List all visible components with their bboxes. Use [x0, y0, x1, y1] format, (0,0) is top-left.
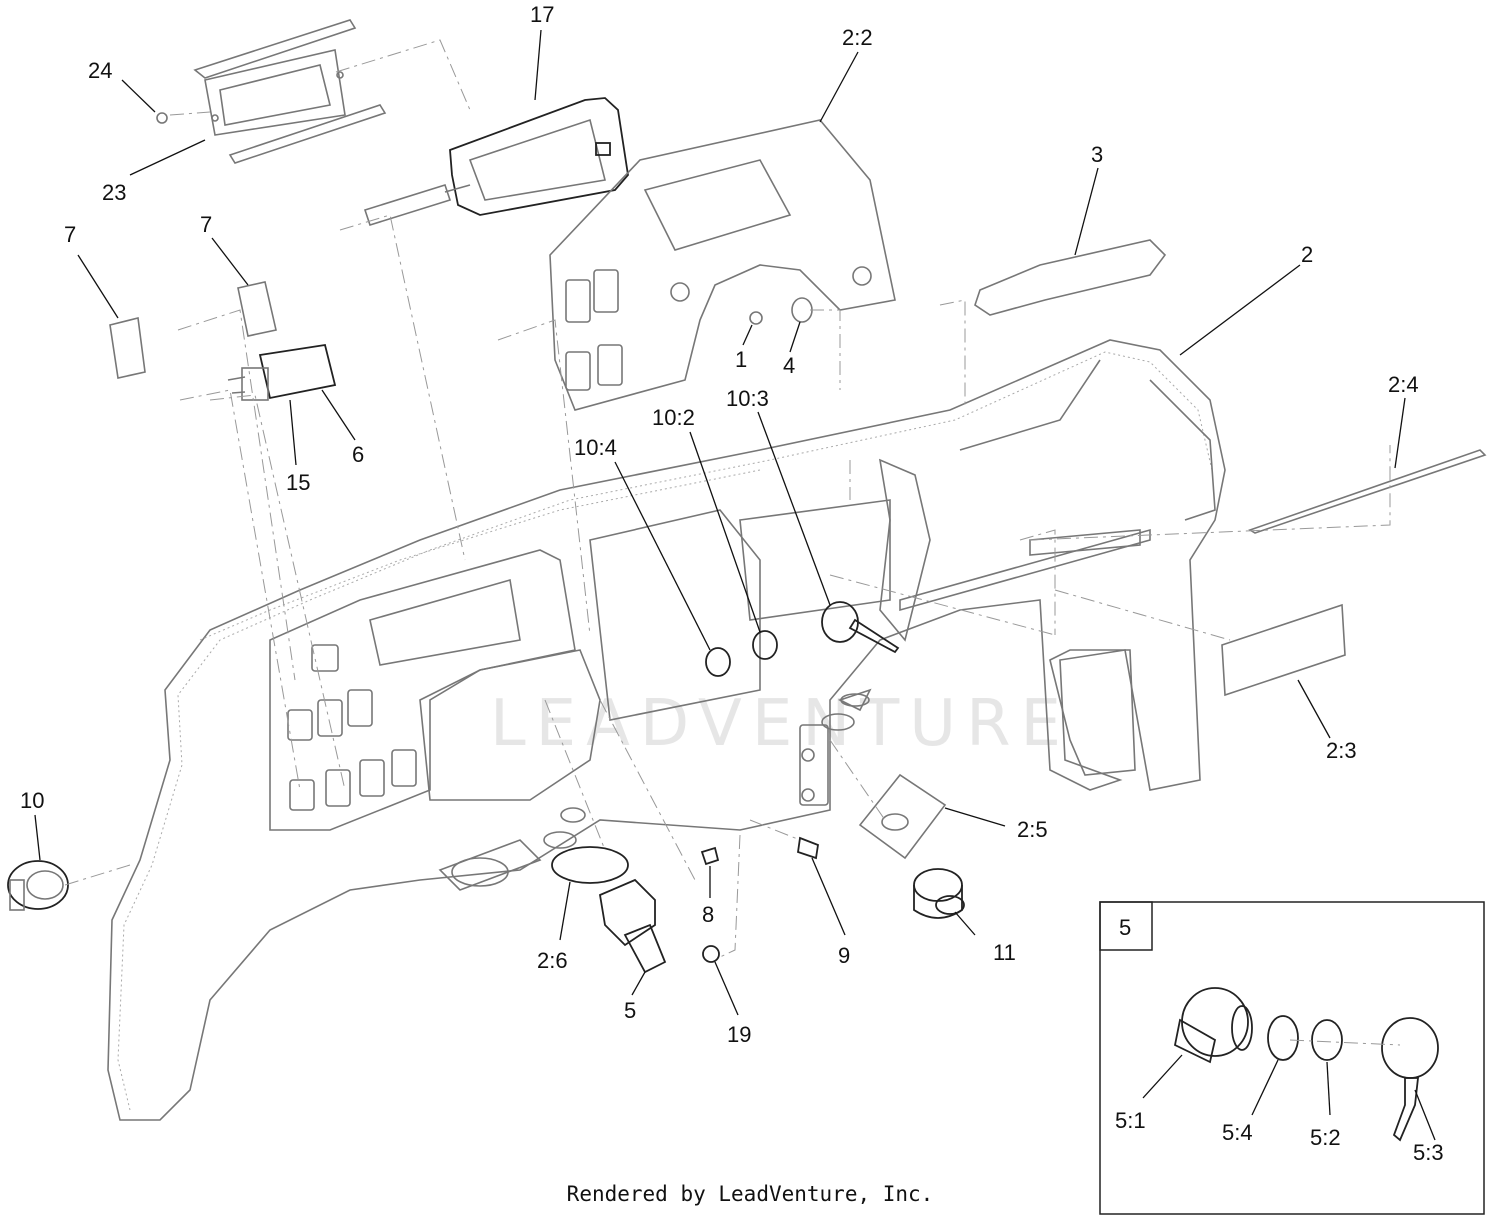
callout-10-3: 10:3	[726, 386, 769, 411]
callout-9: 9	[838, 943, 850, 968]
callout-7a: 7	[64, 222, 76, 247]
part-5-ignition	[598, 878, 667, 974]
part-5-4-ring	[1267, 1015, 1299, 1061]
callout-2-4: 2:4	[1388, 372, 1419, 397]
switch-cap-part-b	[237, 281, 277, 337]
dashboard-body	[107, 339, 1226, 1121]
display-cluster-part	[363, 97, 629, 226]
callout-10: 10	[20, 788, 44, 813]
part-5-3-key	[1381, 1017, 1439, 1142]
callout-5-3: 5:3	[1413, 1140, 1444, 1165]
callout-23: 23	[102, 180, 126, 205]
part-8-bolt	[700, 846, 720, 866]
part-5-2-ring	[1311, 1019, 1343, 1061]
callout-11: 11	[993, 940, 1016, 965]
callout-3: 3	[1091, 142, 1103, 167]
switch-cap-part-a	[109, 317, 146, 379]
callout-15: 15	[286, 470, 310, 495]
callout-2-5: 2:5	[1017, 817, 1048, 842]
callout-1: 1	[735, 347, 747, 372]
callout-10-2: 10:2	[652, 405, 695, 430]
part-4-washer	[791, 297, 813, 323]
callout-5-4: 5:4	[1222, 1120, 1253, 1145]
part-5-1-ignition	[1173, 987, 1253, 1064]
callout-2-3: 2:3	[1326, 738, 1357, 763]
part-10-4-ring	[705, 647, 731, 677]
part-9-bolt	[797, 836, 819, 860]
callout-6: 6	[352, 442, 364, 467]
assembly-lines	[64, 39, 1391, 959]
callout-17: 17	[530, 2, 554, 27]
callout-labels: 17 24 23 2:2 3 2 7 7 1 4 6 15 10:4 10:2 …	[20, 2, 1419, 1047]
bracket-part	[156, 19, 387, 164]
part-2-3-plate	[1221, 603, 1346, 697]
callout-7b: 7	[200, 212, 212, 237]
grab-handle-part	[974, 239, 1167, 316]
callout-24: 24	[88, 58, 112, 83]
part-11-socket	[913, 868, 965, 919]
callout-2-6: 2:6	[537, 948, 568, 973]
callout-4: 4	[783, 353, 795, 378]
rocker-switch-part	[227, 343, 337, 401]
inset-box: 5 5:1 5:4 5:2 5:3	[1099, 901, 1485, 1215]
callout-5-1: 5:1	[1115, 1108, 1146, 1133]
part-2-4-strip	[1248, 449, 1487, 534]
part-10-2-ring	[752, 630, 778, 660]
callout-2: 2	[1301, 242, 1313, 267]
part-10-3-key	[821, 601, 900, 654]
part-10-connector	[7, 860, 69, 911]
part-2-5-gasket	[858, 773, 947, 860]
part-19-nut	[702, 945, 720, 963]
leader-lines	[34, 29, 1406, 1016]
callout-5: 5	[624, 998, 636, 1023]
inset-label: 5	[1119, 915, 1131, 940]
callout-5-2: 5:2	[1310, 1125, 1341, 1150]
watermark-text: LEADVENTURE	[490, 687, 1071, 761]
callout-2-2: 2:2	[842, 25, 873, 50]
bezel-panel-part	[549, 119, 896, 411]
callout-19: 19	[727, 1022, 751, 1047]
part-1-nut	[749, 311, 763, 325]
footer-credit: Rendered by LeadVenture, Inc.	[566, 1182, 934, 1206]
callout-10-4: 10:4	[574, 435, 617, 460]
callout-8: 8	[702, 902, 714, 927]
part-2-6-gasket	[551, 846, 629, 884]
